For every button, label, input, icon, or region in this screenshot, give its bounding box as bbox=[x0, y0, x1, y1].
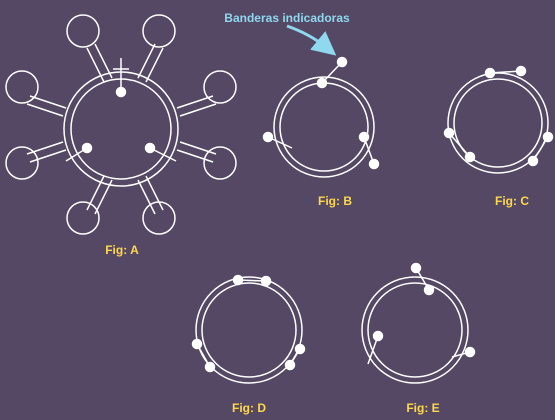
fig-b-label: Fig: B bbox=[318, 194, 352, 208]
flag-dot bbox=[358, 131, 370, 143]
fig-d-flags bbox=[191, 274, 306, 373]
fig-c bbox=[443, 65, 554, 174]
flag-dot bbox=[542, 131, 554, 143]
flag-dot bbox=[372, 330, 384, 342]
flag-dot bbox=[81, 142, 93, 154]
flag-dot bbox=[515, 65, 527, 77]
satellite-circle bbox=[203, 70, 237, 104]
fig-a-flags bbox=[65, 58, 177, 162]
fig-c-flags bbox=[443, 65, 554, 167]
flag-dot bbox=[336, 56, 348, 68]
flag-dot bbox=[368, 158, 380, 170]
flag-dot bbox=[443, 127, 455, 139]
flag-dot bbox=[527, 155, 539, 167]
flag-dot bbox=[464, 151, 476, 163]
flag-dot bbox=[144, 142, 156, 154]
satellite-circle bbox=[142, 201, 176, 235]
fig-e-inner-ring bbox=[367, 282, 463, 378]
satellite-circle bbox=[5, 146, 39, 180]
fig-a-satellites bbox=[5, 14, 237, 235]
fig-e-label: Fig: E bbox=[406, 401, 440, 415]
callout-label: Banderas indicadoras bbox=[224, 11, 350, 25]
flag-dot bbox=[410, 262, 422, 274]
flag-dot bbox=[284, 359, 296, 371]
flag-dot bbox=[232, 274, 244, 286]
callout-arrow bbox=[286, 24, 337, 56]
flag-dot bbox=[316, 77, 328, 89]
flag-dot bbox=[191, 338, 203, 350]
fig-a bbox=[5, 14, 237, 235]
fig-e-flags bbox=[367, 262, 476, 365]
fig-b-flags bbox=[262, 56, 380, 170]
flag-dot bbox=[294, 343, 306, 355]
fig-d-outer-ring bbox=[195, 276, 303, 384]
flag-dot bbox=[262, 131, 274, 143]
fig-d-label: Fig: D bbox=[232, 401, 266, 415]
fig-c-label: Fig: C bbox=[495, 194, 529, 208]
flag-dot bbox=[204, 361, 216, 373]
fig-e-outer-ring bbox=[361, 276, 469, 384]
satellite-circle bbox=[142, 14, 176, 48]
flag-dot bbox=[484, 67, 496, 79]
fig-b-outer-ring bbox=[273, 76, 375, 178]
fig-b-inner-ring bbox=[279, 82, 369, 172]
fig-a-label: Fig: A bbox=[105, 243, 139, 257]
flag-dot bbox=[260, 275, 272, 287]
flag-dot bbox=[115, 86, 127, 98]
fig-d bbox=[191, 274, 306, 384]
fig-d-inner-ring bbox=[201, 282, 297, 378]
flag-dot bbox=[464, 346, 476, 358]
satellite-circle bbox=[66, 201, 100, 235]
fig-b bbox=[262, 56, 380, 178]
flag-dot bbox=[423, 284, 435, 296]
satellite-circle bbox=[66, 14, 100, 48]
fig-a-spokes bbox=[26, 43, 217, 215]
satellite-circle bbox=[5, 70, 39, 104]
fig-e bbox=[361, 262, 476, 384]
fig-c-inner-ring bbox=[453, 78, 543, 168]
satellite-circle bbox=[203, 146, 237, 180]
